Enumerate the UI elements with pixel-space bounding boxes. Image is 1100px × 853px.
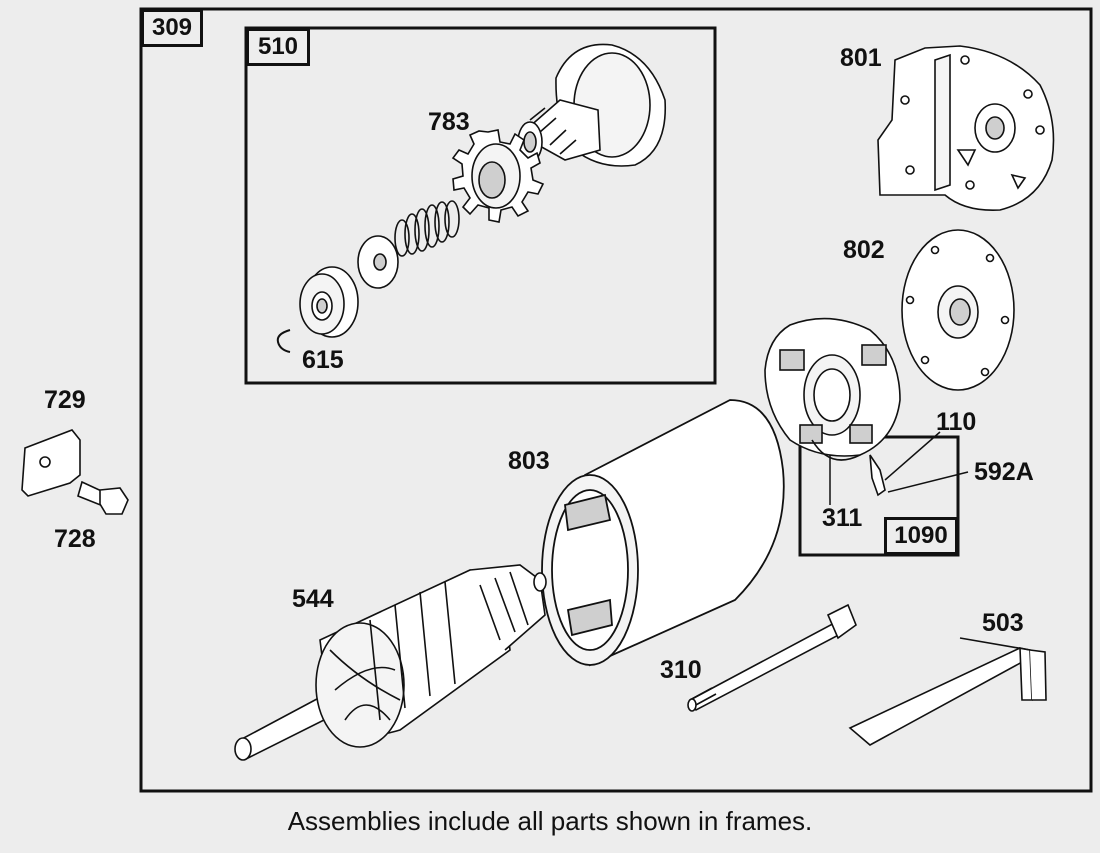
part-802-gasket xyxy=(901,229,1015,391)
part-615-retaining-ring xyxy=(276,329,291,353)
callout-615: 615 xyxy=(302,346,344,374)
callout-310: 310 xyxy=(660,656,702,684)
part-stop-collar xyxy=(299,266,359,338)
callout-803: 803 xyxy=(508,447,550,475)
callout-801: 801 xyxy=(840,44,882,72)
part-783-gear xyxy=(451,129,545,223)
assemblies-caption: Assemblies include all parts shown in fr… xyxy=(287,806,813,836)
part-310-through-bolt xyxy=(687,603,857,712)
part-544-armature xyxy=(234,564,547,761)
part-washer xyxy=(357,235,399,289)
part-728-screw xyxy=(77,480,129,515)
part-803-housing xyxy=(541,399,785,667)
part-783-drive-helix xyxy=(517,43,667,167)
part-503-bracket xyxy=(848,637,1047,746)
callout-110: 110 xyxy=(936,408,977,436)
leader-110 xyxy=(884,431,941,481)
part-729-bracket xyxy=(21,429,81,497)
leader-592a xyxy=(887,471,969,493)
callout-783: 783 xyxy=(428,108,470,136)
callout-729: 729 xyxy=(44,386,86,414)
callout-802: 802 xyxy=(843,236,885,264)
callout-503: 503 xyxy=(982,609,1024,637)
callout-592a: 592A xyxy=(974,458,1034,486)
frame-309 xyxy=(139,7,1093,793)
part-spring xyxy=(394,200,460,257)
frame-label-1090: 1090 xyxy=(884,517,958,555)
frame-label-510: 510 xyxy=(246,28,310,66)
part-brush-holder xyxy=(764,317,901,497)
part-801-end-plate xyxy=(877,45,1055,212)
callout-311: 311 xyxy=(822,504,863,532)
frame-510 xyxy=(244,26,717,385)
callout-728: 728 xyxy=(54,525,96,553)
frame-label-309: 309 xyxy=(141,9,203,47)
callout-544: 544 xyxy=(292,585,334,613)
